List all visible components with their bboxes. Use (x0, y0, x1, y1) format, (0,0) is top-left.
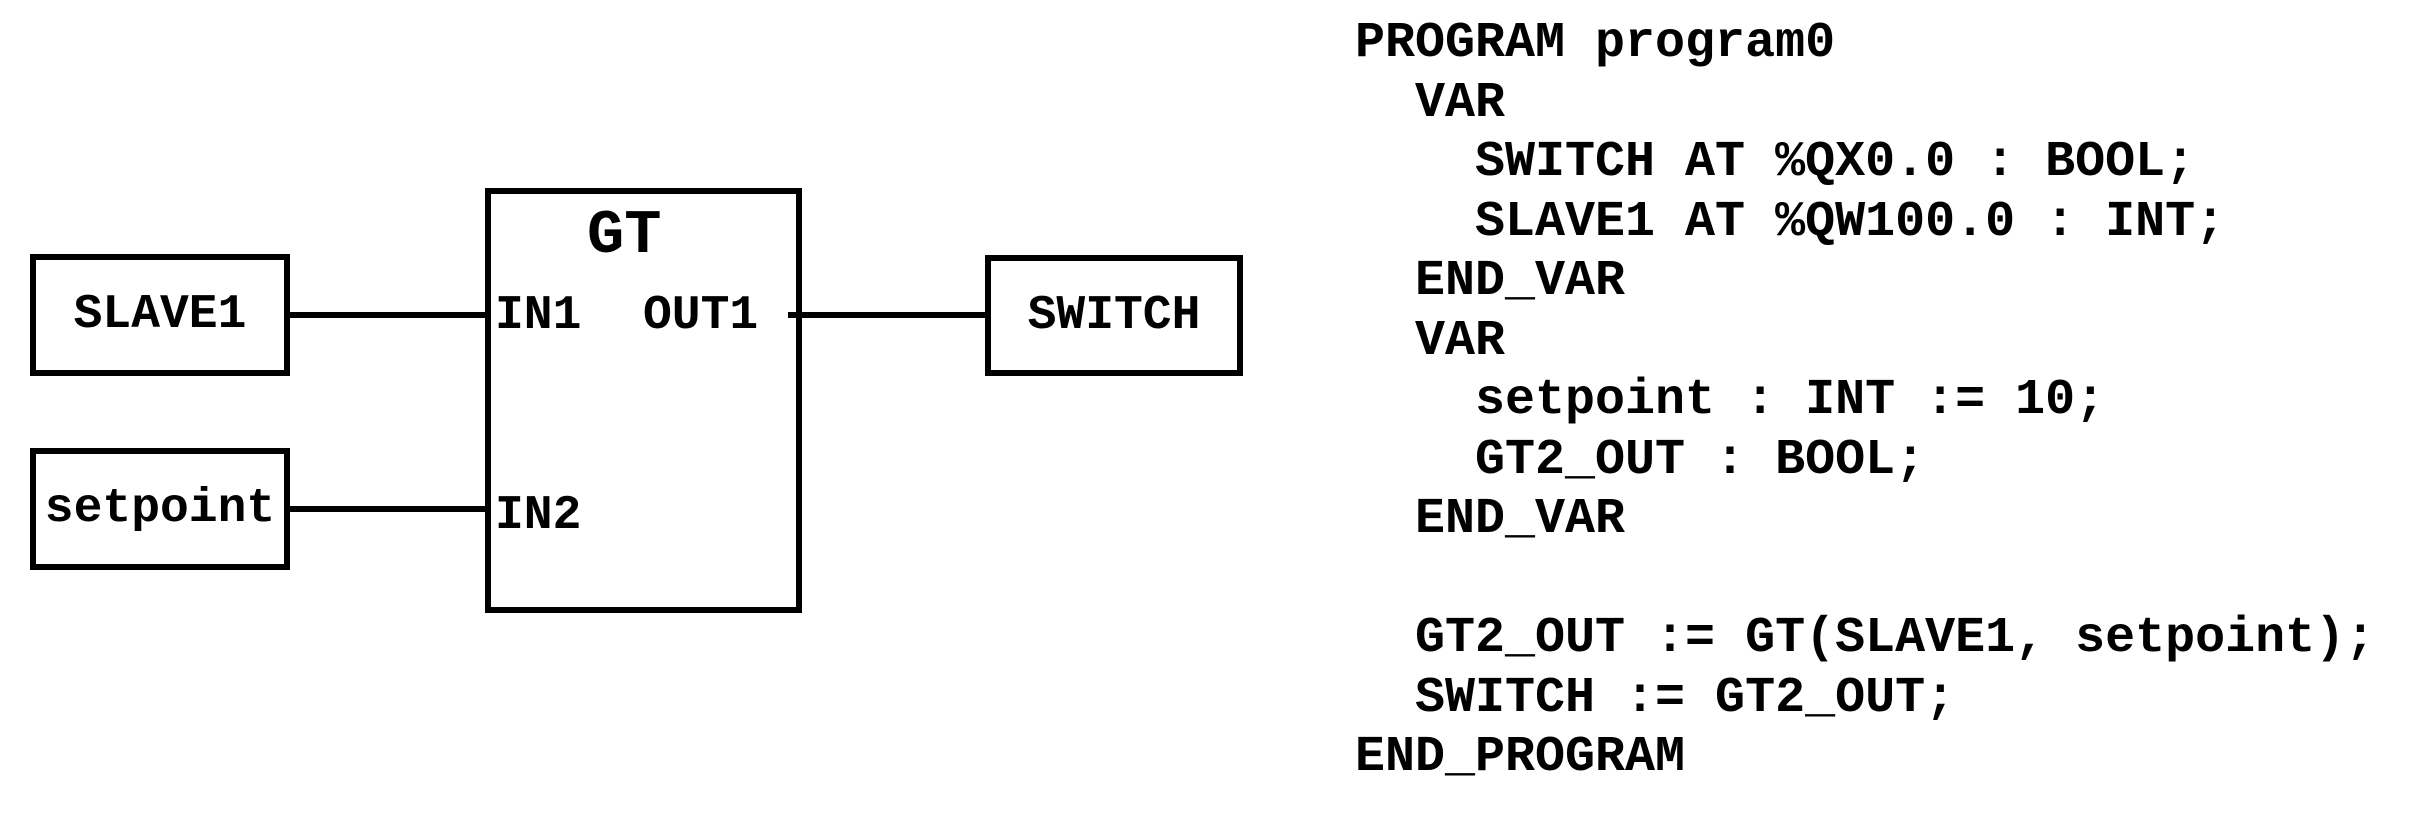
gt-input-pin-in1: IN1 (495, 289, 582, 343)
code-line: END_VAR (1355, 253, 1626, 310)
code-line: GT2_OUT : BOOL; (1355, 431, 1926, 489)
switch-variable-label: SWITCH (1027, 288, 1201, 343)
code-line: VAR (1355, 74, 1506, 132)
gt-function-block-title: GT (587, 200, 662, 271)
gt-function-block: GT IN1 OUT1 IN2 (485, 188, 802, 613)
gt-input-pin-in2: IN2 (495, 489, 582, 543)
wire-out1-to-switch (788, 312, 985, 318)
wire-slave1-to-in1 (290, 312, 485, 318)
setpoint-variable-label: setpoint (44, 482, 276, 536)
code-line: PROGRAM program0 (1355, 15, 1836, 72)
code-line: GT2_OUT := GT(SLAVE1, setpoint); (1355, 610, 2376, 667)
wire-setpoint-to-in2 (290, 506, 485, 512)
setpoint-variable-block: setpoint (30, 448, 290, 570)
switch-variable-block: SWITCH (985, 255, 1243, 376)
gt-output-pin-out1: OUT1 (643, 289, 759, 343)
code-line (1355, 550, 2375, 610)
code-line: SWITCH := GT2_OUT; (1355, 669, 1956, 727)
slave1-variable-label: SLAVE1 (73, 288, 247, 342)
code-line: END_PROGRAM (1355, 729, 1686, 786)
slave1-variable-block: SLAVE1 (30, 254, 290, 376)
code-line: END_VAR (1355, 491, 1626, 548)
st-code-block: PROGRAM program0 VAR SWITCH AT %QX0.0 : … (1355, 14, 2375, 788)
code-line: VAR (1355, 312, 1506, 370)
code-line: SWITCH AT %QX0.0 : BOOL; (1355, 134, 2196, 191)
code-line: SLAVE1 AT %QW100.0 : INT; (1355, 193, 2226, 251)
code-line: setpoint : INT := 10; (1355, 372, 2106, 429)
